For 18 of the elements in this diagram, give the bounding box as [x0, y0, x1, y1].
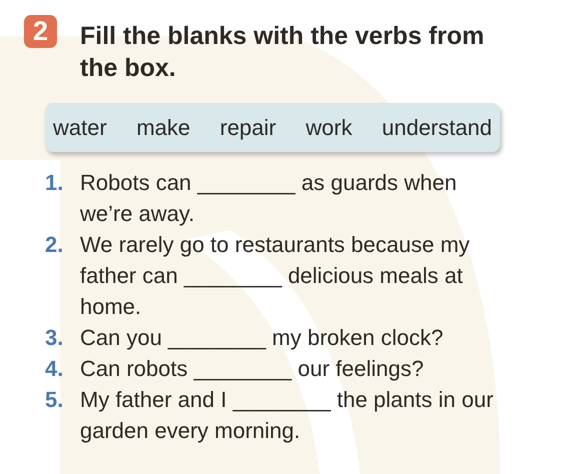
- question-number: 2.: [45, 232, 64, 258]
- question-sentence: My father and I ________ the plants in our garden every morning.: [80, 386, 494, 445]
- word-option: work: [306, 114, 352, 140]
- exercise-number-badge: 2: [24, 15, 57, 48]
- question-number: 5.: [45, 387, 64, 413]
- word-option: understand: [382, 114, 492, 140]
- word-option: make: [136, 114, 190, 140]
- word-option: repair: [220, 114, 276, 140]
- question-sentence: Can you ________ my broken clock?: [80, 324, 444, 352]
- question-sentence: Robots can ________ as guards when we’re away.: [80, 169, 458, 228]
- question-number: 1.: [45, 170, 64, 196]
- question-sentence: Can robots ________ our feelings?: [80, 355, 425, 383]
- exercise-instruction: Fill the blanks with the verbs from the box.: [80, 21, 486, 84]
- word-option: water: [53, 114, 107, 140]
- question-sentence: We rarely go to restaurants because my father can ________ delicious meals at home.: [80, 231, 471, 321]
- word-bank-panel: [45, 103, 500, 152]
- question-number: 3.: [45, 325, 64, 351]
- question-number: 4.: [45, 356, 64, 382]
